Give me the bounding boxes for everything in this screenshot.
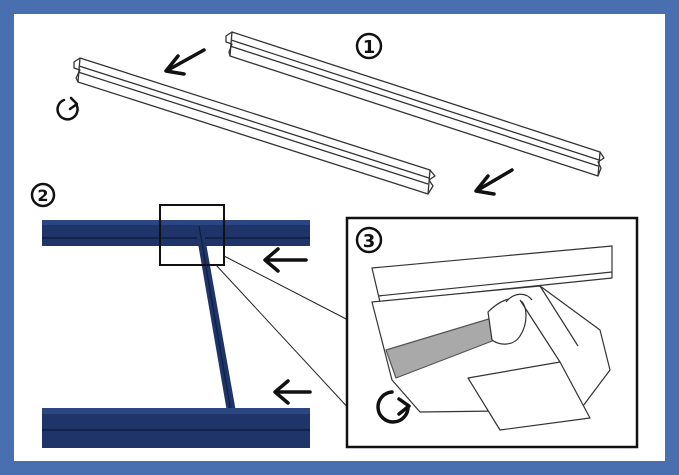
arrow-left-icon <box>273 379 312 405</box>
zoom-box <box>159 204 225 266</box>
step-marker-1: 1 <box>355 32 383 60</box>
arrow-left-icon <box>263 247 308 273</box>
step-label-2: 2 <box>37 186 48 205</box>
rail-back <box>225 31 605 177</box>
detail-drawing <box>371 245 613 431</box>
step-label-3: 3 <box>363 231 376 252</box>
arrow-left-down-icon <box>164 48 206 76</box>
step-marker-3: 3 <box>355 226 383 254</box>
diagonal-brace <box>195 225 236 413</box>
beam-bottom <box>42 408 310 448</box>
zoom-connector-line <box>215 264 353 413</box>
zoom-connector-line <box>223 255 353 323</box>
rail-front <box>73 57 436 195</box>
beam-top <box>42 220 310 246</box>
step-label-1: 1 <box>363 37 376 58</box>
panel-step-2 <box>42 204 353 448</box>
panel-step-1 <box>73 31 605 195</box>
panel-step-3 <box>345 216 639 449</box>
rotate-icon <box>56 96 79 121</box>
arrow-left-down-icon <box>474 168 514 196</box>
step-marker-2: 2 <box>30 182 56 208</box>
rotate-icon <box>376 390 411 424</box>
